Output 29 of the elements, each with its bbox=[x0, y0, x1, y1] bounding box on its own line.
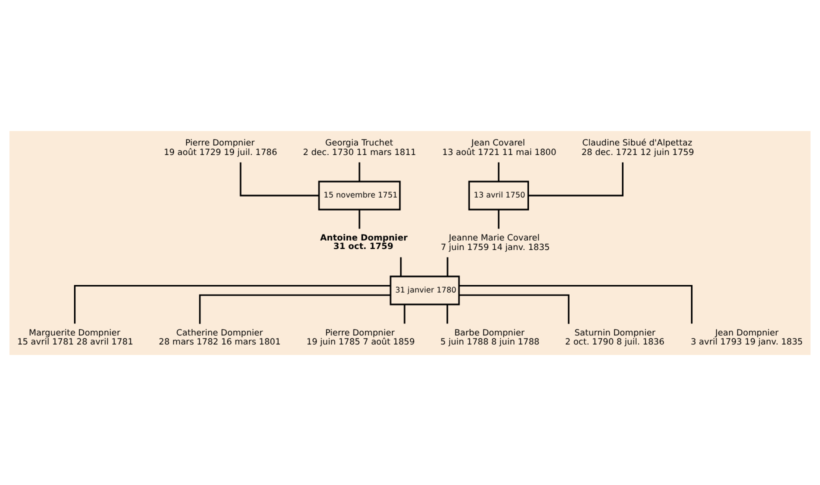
connector bbox=[446, 304, 448, 324]
node-text: Saturnin Dompnier 2 oct. 1790 8 juil. 1836 bbox=[565, 328, 664, 348]
connector bbox=[459, 284, 693, 324]
connector bbox=[358, 162, 360, 181]
node-text: Jeanne Marie Covarel 7 juin 1759 14 janv. 1835 bbox=[440, 233, 550, 252]
connector bbox=[498, 209, 500, 228]
connector bbox=[528, 162, 624, 196]
node-text: Marguerite Dompnier 15 avril 1781 28 avril 1781 bbox=[17, 328, 134, 348]
connector bbox=[74, 284, 390, 324]
node-box: 15 novembre 1751 bbox=[318, 180, 401, 210]
connector bbox=[459, 294, 570, 324]
node-text: Claudine Sibué d'Alpettaz 28 dec. 1721 12 juin 1759 bbox=[582, 138, 694, 158]
node-text: Jean Covarel 13 août 1721 11 mai 1800 bbox=[442, 138, 556, 158]
connector bbox=[446, 256, 448, 276]
connector bbox=[240, 162, 319, 196]
node-text: Jean Dompnier 3 avril 1793 19 janv. 1835 bbox=[690, 328, 803, 348]
node-text: Pierre Dompnier 19 juin 1785 7 août 1859 bbox=[306, 328, 415, 348]
connector bbox=[498, 162, 500, 181]
node-text: Barbe Dompnier 5 juin 1788 8 juin 1788 bbox=[440, 328, 540, 348]
node-text: Georgia Truchet 2 dec. 1730 11 mars 1811 bbox=[303, 138, 416, 158]
connector bbox=[404, 304, 406, 324]
connector bbox=[199, 294, 390, 324]
connector bbox=[400, 256, 402, 276]
connector bbox=[358, 209, 360, 228]
node-text: Antoine Dompnier 31 oct. 1759 bbox=[320, 233, 408, 252]
node-box: 31 janvier 1780 bbox=[390, 275, 460, 305]
node-box: 13 avril 1750 bbox=[468, 180, 529, 210]
node-text: Catherine Dompnier 28 mars 1782 16 mars 1801 bbox=[158, 328, 281, 348]
node-text: Pierre Dompnier 19 août 1729 19 juil. 1786 bbox=[164, 138, 278, 158]
